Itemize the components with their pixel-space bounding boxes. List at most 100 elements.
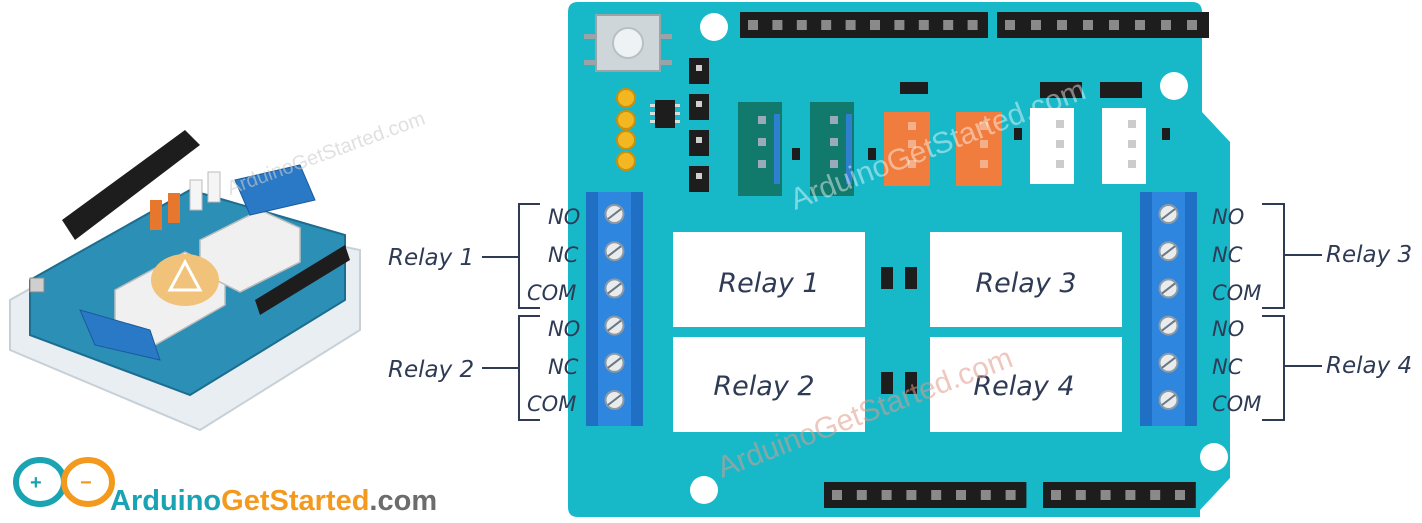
status-leds — [616, 88, 636, 171]
screw-slot — [607, 319, 622, 332]
diode — [881, 372, 893, 394]
mounting-hole — [690, 476, 718, 504]
photo-terminal-block — [234, 164, 316, 216]
photo-connector — [189, 179, 203, 211]
header-pin — [1057, 20, 1067, 30]
right-nc-2: NC — [1212, 355, 1243, 379]
left-nc-2: NC — [548, 355, 579, 379]
right-com-1: COM — [1212, 281, 1261, 305]
screw-slot — [1161, 357, 1176, 369]
resistor — [868, 148, 876, 160]
logo-part2: GetStarted — [221, 485, 369, 517]
small-ic — [650, 100, 680, 128]
label-relay-3: Relay 3 — [1326, 242, 1412, 268]
logo-part3: .com — [369, 485, 437, 517]
white-connector-1 — [1030, 82, 1082, 184]
header-pin — [881, 490, 892, 500]
diode — [881, 267, 893, 289]
logo-minus-icon: − — [80, 472, 92, 494]
orange-connector-1 — [884, 82, 930, 186]
shield-photo: ArduinoGetStarted.com — [9, 108, 428, 432]
header-pin — [931, 490, 942, 500]
diode — [905, 267, 917, 289]
header-pin — [1083, 20, 1093, 30]
right-no-2: NO — [1212, 317, 1244, 341]
reset-button — [584, 14, 672, 72]
header-pin — [1109, 20, 1119, 30]
header-pin — [1075, 490, 1086, 500]
right-terminal-labels: NO NC COM NO NC COM Relay 3 Relay 4 — [1212, 203, 1412, 421]
mounting-hole — [1160, 72, 1188, 100]
right-no-1: NO — [1212, 205, 1244, 229]
header-pin — [1135, 20, 1145, 30]
relay-box-1-label: Relay 1 — [718, 268, 819, 299]
photo-header — [62, 130, 200, 240]
header-strip — [997, 12, 1209, 38]
screw-slot — [1161, 319, 1176, 332]
relay-box-4-label: Relay 4 — [973, 371, 1074, 402]
header-pin — [956, 490, 966, 500]
label-relay-1: Relay 1 — [388, 245, 474, 271]
photo-terminal-block — [79, 309, 161, 361]
terminal-block-right — [1140, 192, 1197, 426]
header-pin — [796, 20, 807, 30]
logo-infinity-right-icon — [61, 457, 115, 507]
header-pin — [980, 490, 991, 500]
shield-board: Relay 1 Relay 3 Relay 2 Relay 4 ArduinoG… — [568, 2, 1230, 517]
warning-sticker — [151, 254, 219, 306]
screw-slot — [1161, 394, 1176, 406]
header-top-right — [997, 12, 1209, 38]
orange-connector-2 — [956, 112, 1002, 186]
header-pin — [772, 20, 783, 30]
header-pin — [906, 490, 917, 500]
left-terminal-labels: NO NC COM NO NC COM Relay 1 Relay 2 — [388, 203, 580, 421]
header-pin — [967, 20, 978, 30]
right-nc-1: NC — [1212, 243, 1243, 267]
header-bottom-right — [1043, 482, 1196, 508]
warning-triangle-icon — [167, 258, 203, 292]
screw-slot — [607, 208, 622, 220]
header-pin — [1100, 490, 1111, 500]
jumper-column — [689, 58, 709, 192]
screw-slot — [607, 245, 622, 257]
screw-slot — [1161, 245, 1176, 257]
terminal-block-left — [586, 192, 643, 426]
header-pin — [832, 490, 842, 500]
diode — [905, 372, 917, 394]
resistor — [1162, 128, 1170, 140]
resistor — [792, 148, 800, 160]
header-pin — [943, 20, 954, 30]
left-no-1: NO — [548, 205, 580, 229]
relay-box-3-label: Relay 3 — [975, 268, 1076, 299]
header-pin — [1005, 490, 1016, 500]
header-pin — [821, 20, 832, 30]
header-top-left — [740, 12, 988, 38]
photo-connector — [168, 193, 180, 223]
header-strip — [824, 482, 1027, 508]
header-pin — [1005, 20, 1015, 30]
board-outline — [568, 2, 1230, 517]
header-pin — [1175, 490, 1185, 500]
header-pin — [1187, 20, 1197, 30]
header-pin — [1031, 20, 1041, 30]
photo-button — [29, 277, 45, 293]
relay-box-1: Relay 1 — [673, 232, 865, 327]
header-pin — [845, 20, 856, 30]
left-com-2: COM — [527, 392, 576, 416]
right-bracket-relay-4 — [1262, 315, 1285, 421]
photo-connector — [207, 171, 221, 203]
header-pin — [918, 20, 929, 30]
terminal-block-face — [1152, 192, 1185, 426]
white-connector-2 — [1100, 82, 1146, 184]
relay-box-2: Relay 2 — [673, 337, 865, 432]
header-bottom-left — [824, 482, 1027, 508]
photo-connector — [150, 200, 162, 230]
resistor — [1014, 128, 1022, 140]
right-com-2: COM — [1212, 392, 1261, 416]
right-bracket-relay-3 — [1262, 203, 1285, 309]
photo-watermark: ArduinoGetStarted.com — [224, 108, 428, 200]
relay-box-3: Relay 3 — [930, 232, 1122, 327]
header-pin — [1125, 490, 1136, 500]
terminal-block-face — [598, 192, 631, 426]
